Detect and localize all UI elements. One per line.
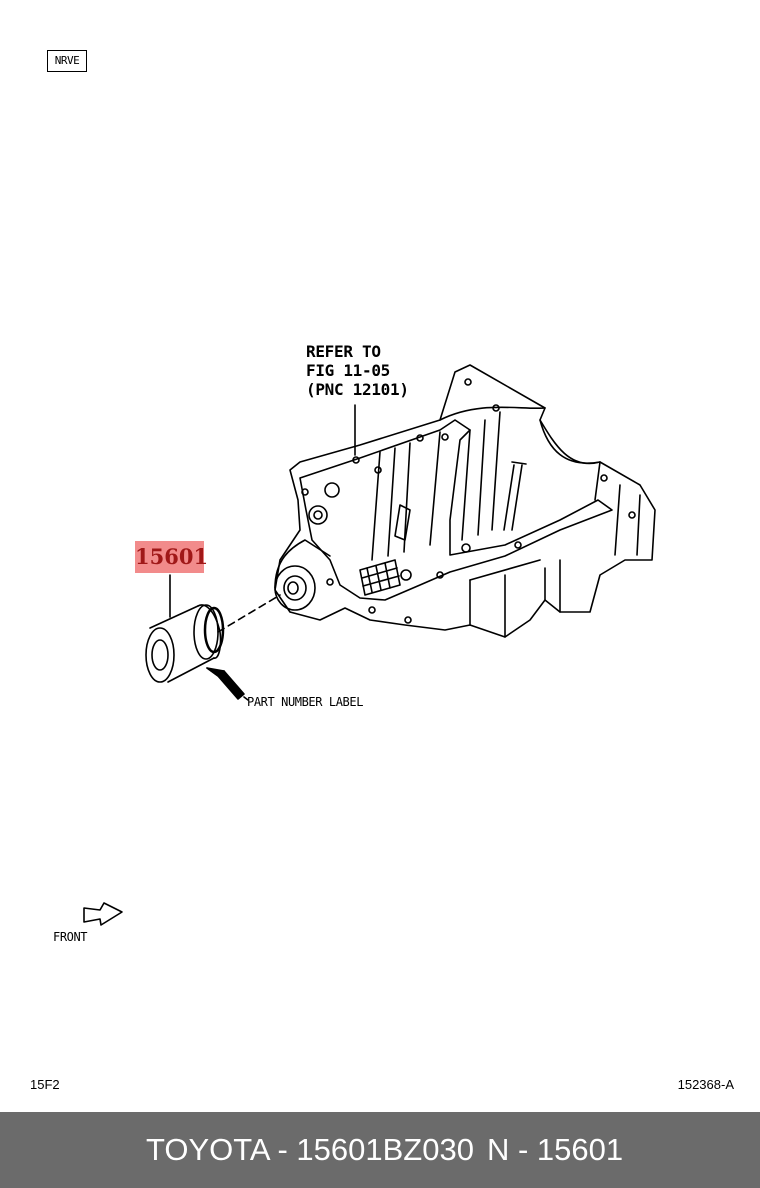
footer-part-number: TOYOTA - 15601BZ030 [146,1132,474,1167]
refer-note-line-1: REFER TO [306,342,381,361]
part-number-label-note: PART NUMBER LABEL [247,695,364,709]
refer-note-line-3: (PNC 12101) [306,380,409,399]
oil-pan-outline [274,364,656,638]
label-arrow [206,667,245,700]
diagram-sheet: NRVE REFER TO FIG 11-05 (PNC 12101) 1560… [30,50,734,1092]
install-line [217,594,281,633]
illustration-code: 152368-A [677,1077,734,1092]
footer-bar: TOYOTA - 15601BZ030 N - 15601 [0,1112,760,1188]
section-code: 15F2 [30,1077,60,1092]
refer-note: REFER TO FIG 11-05 (PNC 12101) [306,342,409,399]
front-label: FRONT [53,930,88,944]
footer-ref-number: N - 15601 [487,1132,624,1167]
refer-note-line-2: FIG 11-05 [306,361,390,380]
oil-pan-illustration [83,364,656,926]
oil-filter [145,604,225,683]
part-callout-15601[interactable]: 15601 [135,541,208,573]
gasket-flange [299,419,613,601]
engine-code-tag: NRVE [47,50,87,72]
front-arrow-icon [83,902,123,926]
